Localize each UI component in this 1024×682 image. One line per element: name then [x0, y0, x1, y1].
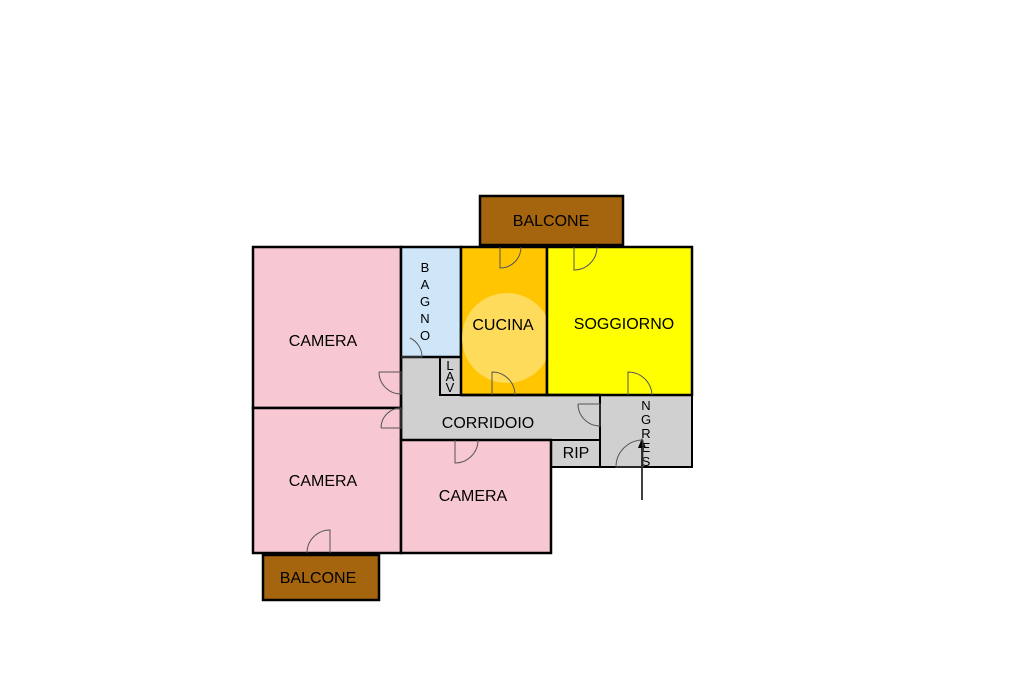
bagno-letter: O: [420, 328, 430, 343]
ingresso-letter: S: [642, 454, 651, 469]
balcone-bottom-label: BALCONE: [280, 570, 356, 587]
bagno-letter: A: [421, 277, 430, 292]
door-arc: [401, 337, 423, 358]
entry-arrow: [638, 438, 646, 500]
door-arc: [577, 403, 601, 427]
camera-3: [399, 438, 553, 555]
door-arc: [573, 246, 598, 271]
camera-1: [251, 245, 403, 410]
doors: [306, 246, 653, 554]
door-arc: [491, 371, 516, 396]
ingresso-letter: R: [641, 426, 650, 441]
door-arc: [378, 371, 402, 395]
camera-2: [251, 406, 403, 555]
soggiorno-label: SOGGIORNO: [574, 316, 674, 333]
cucina-label: CUCINA: [472, 317, 534, 334]
corridoio-label: CORRIDOIO: [442, 415, 534, 432]
door-arc: [615, 439, 644, 468]
ingresso-label: N G R E S: [641, 398, 651, 469]
ingresso-letter: G: [641, 412, 651, 427]
camera-1-label: CAMERA: [289, 333, 358, 350]
door-arc: [627, 371, 653, 396]
cucina-highlight: [462, 293, 552, 383]
ingresso: [599, 394, 693, 468]
bagno-label: B A G N O: [420, 260, 430, 343]
soggiorno: [545, 245, 694, 397]
balcone-top: [478, 194, 625, 247]
bagno: [399, 245, 463, 359]
bagno-letter: G: [420, 294, 430, 309]
ingresso-letter: E: [642, 440, 651, 455]
camera-2-label: CAMERA: [289, 473, 358, 490]
bagno-letter: N: [420, 311, 429, 326]
ingresso-letter: N: [641, 398, 650, 413]
corridoio: [401, 357, 600, 440]
door-arc: [499, 246, 522, 269]
lav-label: L A V: [446, 358, 455, 395]
rip-label: RIP: [563, 445, 590, 462]
bagno-letter: B: [421, 260, 430, 275]
lav-letter: V: [446, 380, 455, 395]
lav-letter: L: [446, 358, 453, 373]
balcone-top-label: BALCONE: [513, 213, 589, 230]
door-arc: [380, 407, 402, 429]
door-arc: [306, 529, 331, 554]
lav-letter: A: [446, 369, 455, 384]
camera-3-label: CAMERA: [439, 488, 508, 505]
balcone-bottom: [261, 553, 381, 602]
door-arc: [454, 439, 479, 464]
